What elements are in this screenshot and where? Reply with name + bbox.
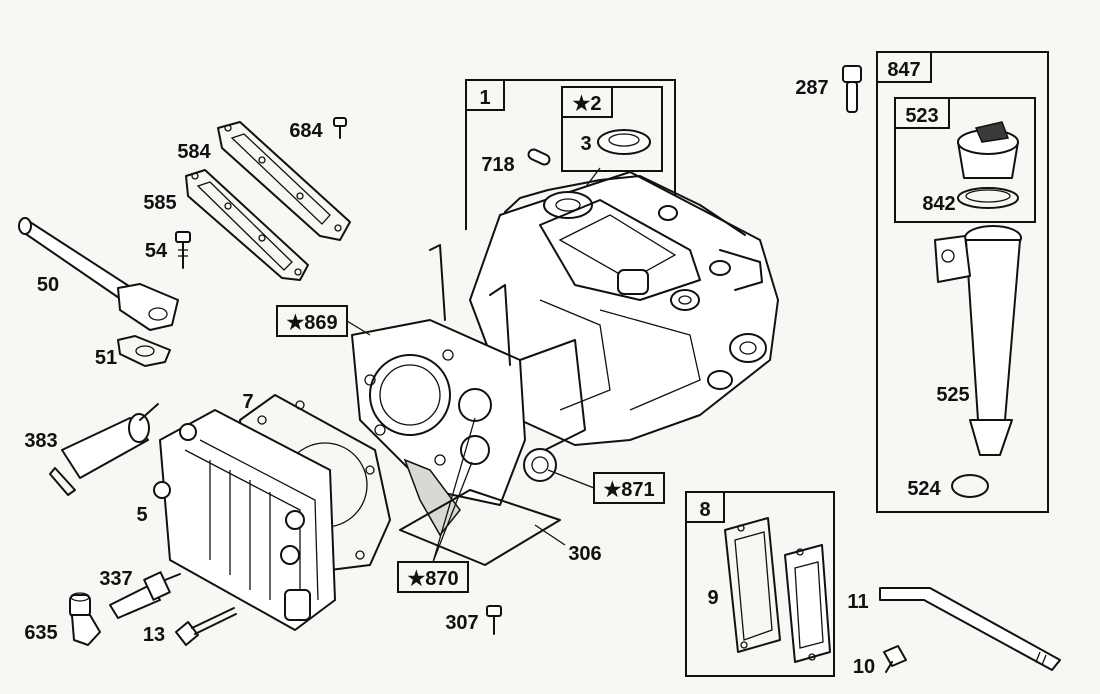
fitting-287-part (842, 65, 862, 113)
oil-seal-part (597, 129, 651, 155)
callout-306: 306 (568, 543, 601, 565)
gasket-585-part (185, 169, 309, 281)
gasket-51-part (117, 335, 171, 367)
dowel-pin-part (527, 148, 551, 166)
callout-584: 584 (177, 141, 211, 163)
group-box-8 (685, 491, 835, 677)
spark-plug-337-part (109, 571, 181, 619)
group-box-847 (876, 51, 1049, 513)
callout-842: 842 (922, 193, 955, 215)
leader-871 (547, 469, 595, 489)
callout-525: 525 (936, 384, 969, 406)
screw-10-part (883, 645, 907, 673)
label-box-523 (894, 97, 950, 129)
dipstick-tube-525-part (934, 225, 1022, 456)
gasket-9-part (724, 517, 781, 653)
dipstick-cap-523-part (957, 121, 1019, 209)
callout-383: 383 (24, 430, 57, 452)
callout-2: ★2 (572, 93, 601, 115)
group-box-1 (465, 79, 676, 230)
callout-524: 524 (907, 478, 941, 500)
cover-plate-part (784, 544, 831, 663)
callout-8: 8 (699, 499, 710, 521)
callout-718: 718 (481, 154, 514, 176)
callout-847: 847 (887, 59, 920, 81)
callout-51: 51 (95, 347, 117, 369)
callout-1: 1 (479, 87, 490, 109)
screw-307-part (486, 605, 502, 635)
screw-684-part (333, 117, 347, 139)
label-box-2 (561, 86, 613, 118)
leader-869 (346, 320, 371, 336)
leader-306 (534, 524, 566, 546)
callout-50: 50 (37, 274, 59, 296)
rod-11-part (879, 587, 1061, 671)
cylinder-head-5-part (153, 409, 336, 631)
callout-585: 585 (143, 192, 176, 214)
callout-870: ★870 (407, 568, 458, 590)
callout-13: 13 (143, 624, 165, 646)
label-box-8 (685, 491, 725, 523)
oring-524-part (951, 474, 989, 498)
callout-307: 307 (445, 612, 478, 634)
callout-54: 54 (145, 240, 168, 262)
leader-870-b (432, 417, 476, 563)
callout-287: 287 (795, 77, 828, 99)
callout-10: 10 (853, 656, 875, 678)
callout-635: 635 (24, 622, 57, 644)
label-box-847 (876, 51, 932, 83)
callout-871: ★871 (603, 479, 654, 501)
tube-50-part (18, 217, 179, 331)
elbow-635-part (69, 592, 101, 646)
label-box-1 (465, 79, 505, 111)
callout-11: 11 (847, 591, 868, 613)
cylinder-block-part (469, 171, 779, 446)
callout-9: 9 (707, 587, 718, 609)
callout-337: 337 (99, 568, 132, 590)
callout-869: ★869 (286, 312, 337, 334)
callout-684: 684 (289, 120, 323, 142)
callout-523: 523 (905, 105, 938, 127)
bolt-54-part (175, 231, 191, 269)
leader-870-a (432, 461, 473, 563)
base-gasket-part (399, 489, 561, 566)
group-box-523 (894, 97, 1036, 223)
bolt-13-part (175, 607, 237, 646)
callout-5: 5 (136, 504, 147, 526)
callout-3: 3 (580, 133, 591, 155)
gasket-584-part (217, 121, 351, 241)
breather-383-part (49, 403, 159, 496)
callout-7: 7 (242, 391, 253, 413)
